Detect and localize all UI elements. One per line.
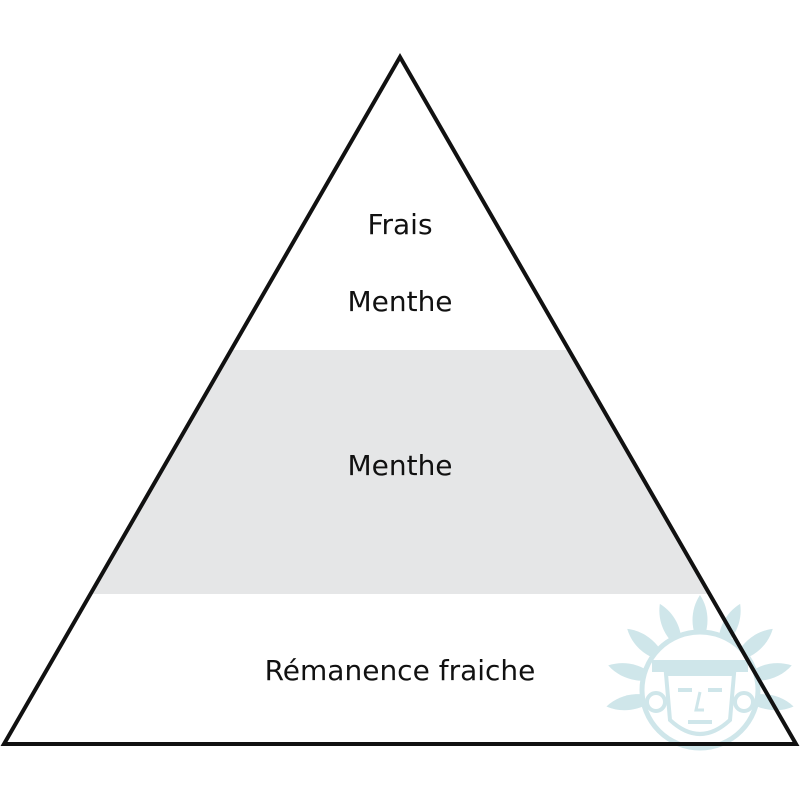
bottom-tier-label: Rémanence fraiche [265, 654, 536, 687]
top-tier-line-1: Frais [367, 208, 432, 241]
pyramid-outline [0, 52, 800, 746]
middle-tier-label: Menthe [347, 449, 452, 482]
top-tier-line-2: Menthe [347, 285, 452, 318]
